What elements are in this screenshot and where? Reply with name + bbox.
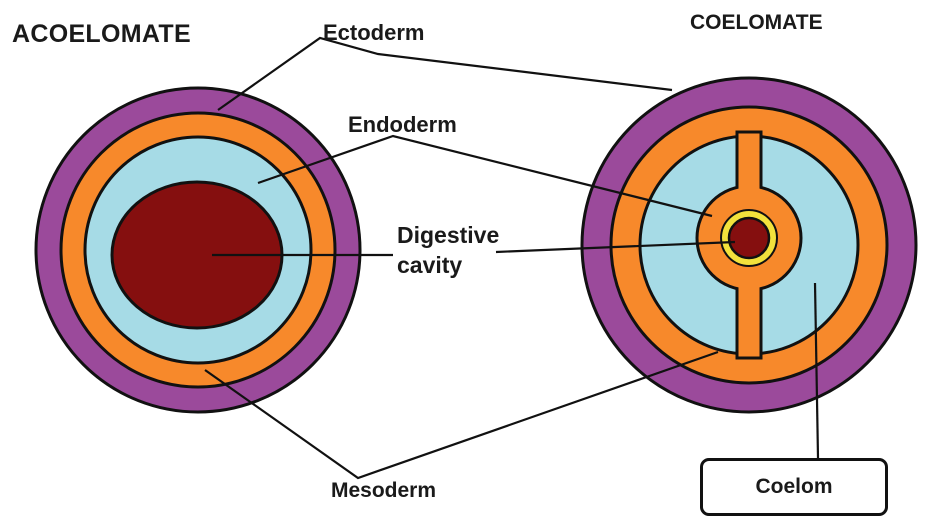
endoderm-label: Endoderm: [348, 114, 457, 136]
acoelomate-title: ACOELOMATE: [12, 22, 191, 47]
digestive-cavity-label: Digestive cavity: [397, 220, 499, 280]
mesoderm-label: Mesoderm: [331, 480, 436, 501]
coelomate-cross-section: [582, 78, 916, 412]
ectoderm-leader-line: [218, 38, 672, 110]
mesentery-join-top: [739, 180, 760, 200]
coelomate-title: COELOMATE: [690, 12, 823, 33]
mesentery-join-bottom: [739, 276, 760, 294]
coelomate-digestive-cavity: [729, 218, 769, 258]
digestive-cavity-label-line1: Digestive: [397, 220, 499, 250]
digestive-cavity-label-line2: cavity: [397, 250, 499, 280]
acoelomate-cross-section: [36, 88, 360, 412]
coelom-label: Coelom: [755, 475, 832, 499]
ectoderm-label: Ectoderm: [323, 22, 424, 44]
coelom-label-box: Coelom: [700, 458, 888, 516]
